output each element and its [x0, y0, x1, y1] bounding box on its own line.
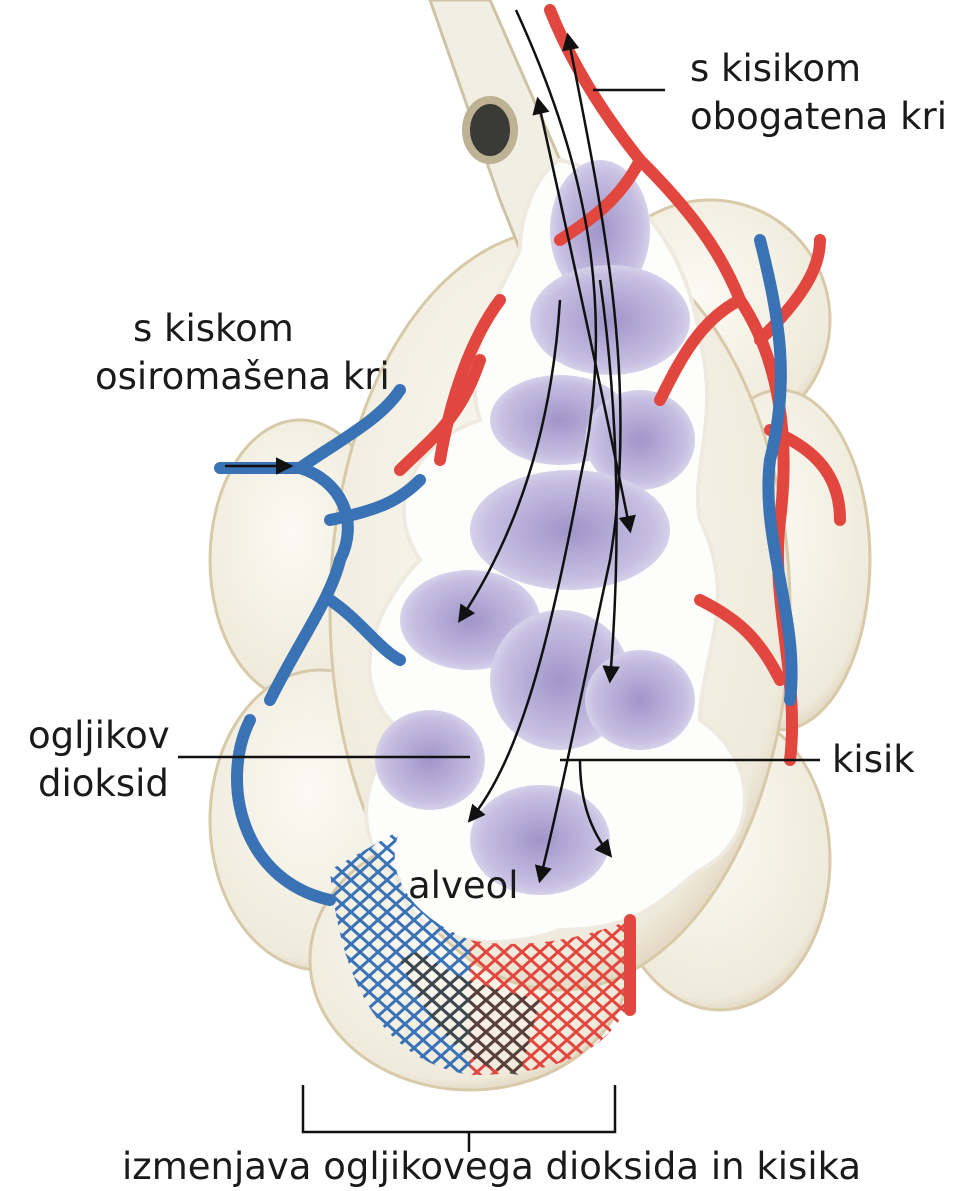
alveolus-label: alveol: [408, 862, 519, 910]
carbon-dioxide-label: ogljikov dioksid: [28, 712, 170, 808]
exchange-text: izmenjava ogljikovega dioksida in kisika: [122, 1143, 861, 1191]
alveolus-text: alveol: [408, 862, 519, 910]
carbon-dioxide-line-2: dioksid: [28, 760, 170, 808]
oxygen-rich-blood-line-2: obogatena kri: [690, 93, 947, 141]
exchange-bracket: [303, 1085, 615, 1152]
oxygen-text: kisik: [832, 736, 915, 784]
oxygen-label: kisik: [832, 736, 915, 784]
oxygen-rich-blood-line-1: s kisikom: [690, 45, 947, 93]
oxygen-poor-blood-label: s kiskom osiromašena kri: [95, 305, 390, 401]
oxygen-rich-blood-label: s kisikom obogatena kri: [690, 45, 947, 141]
exchange-caption: izmenjava ogljikovega dioksida in kisika: [122, 1143, 861, 1191]
oxygen-poor-blood-line-1: s kiskom: [95, 305, 390, 353]
carbon-dioxide-line-1: ogljikov: [28, 712, 170, 760]
oxygen-poor-blood-line-2: osiromašena kri: [95, 353, 390, 401]
